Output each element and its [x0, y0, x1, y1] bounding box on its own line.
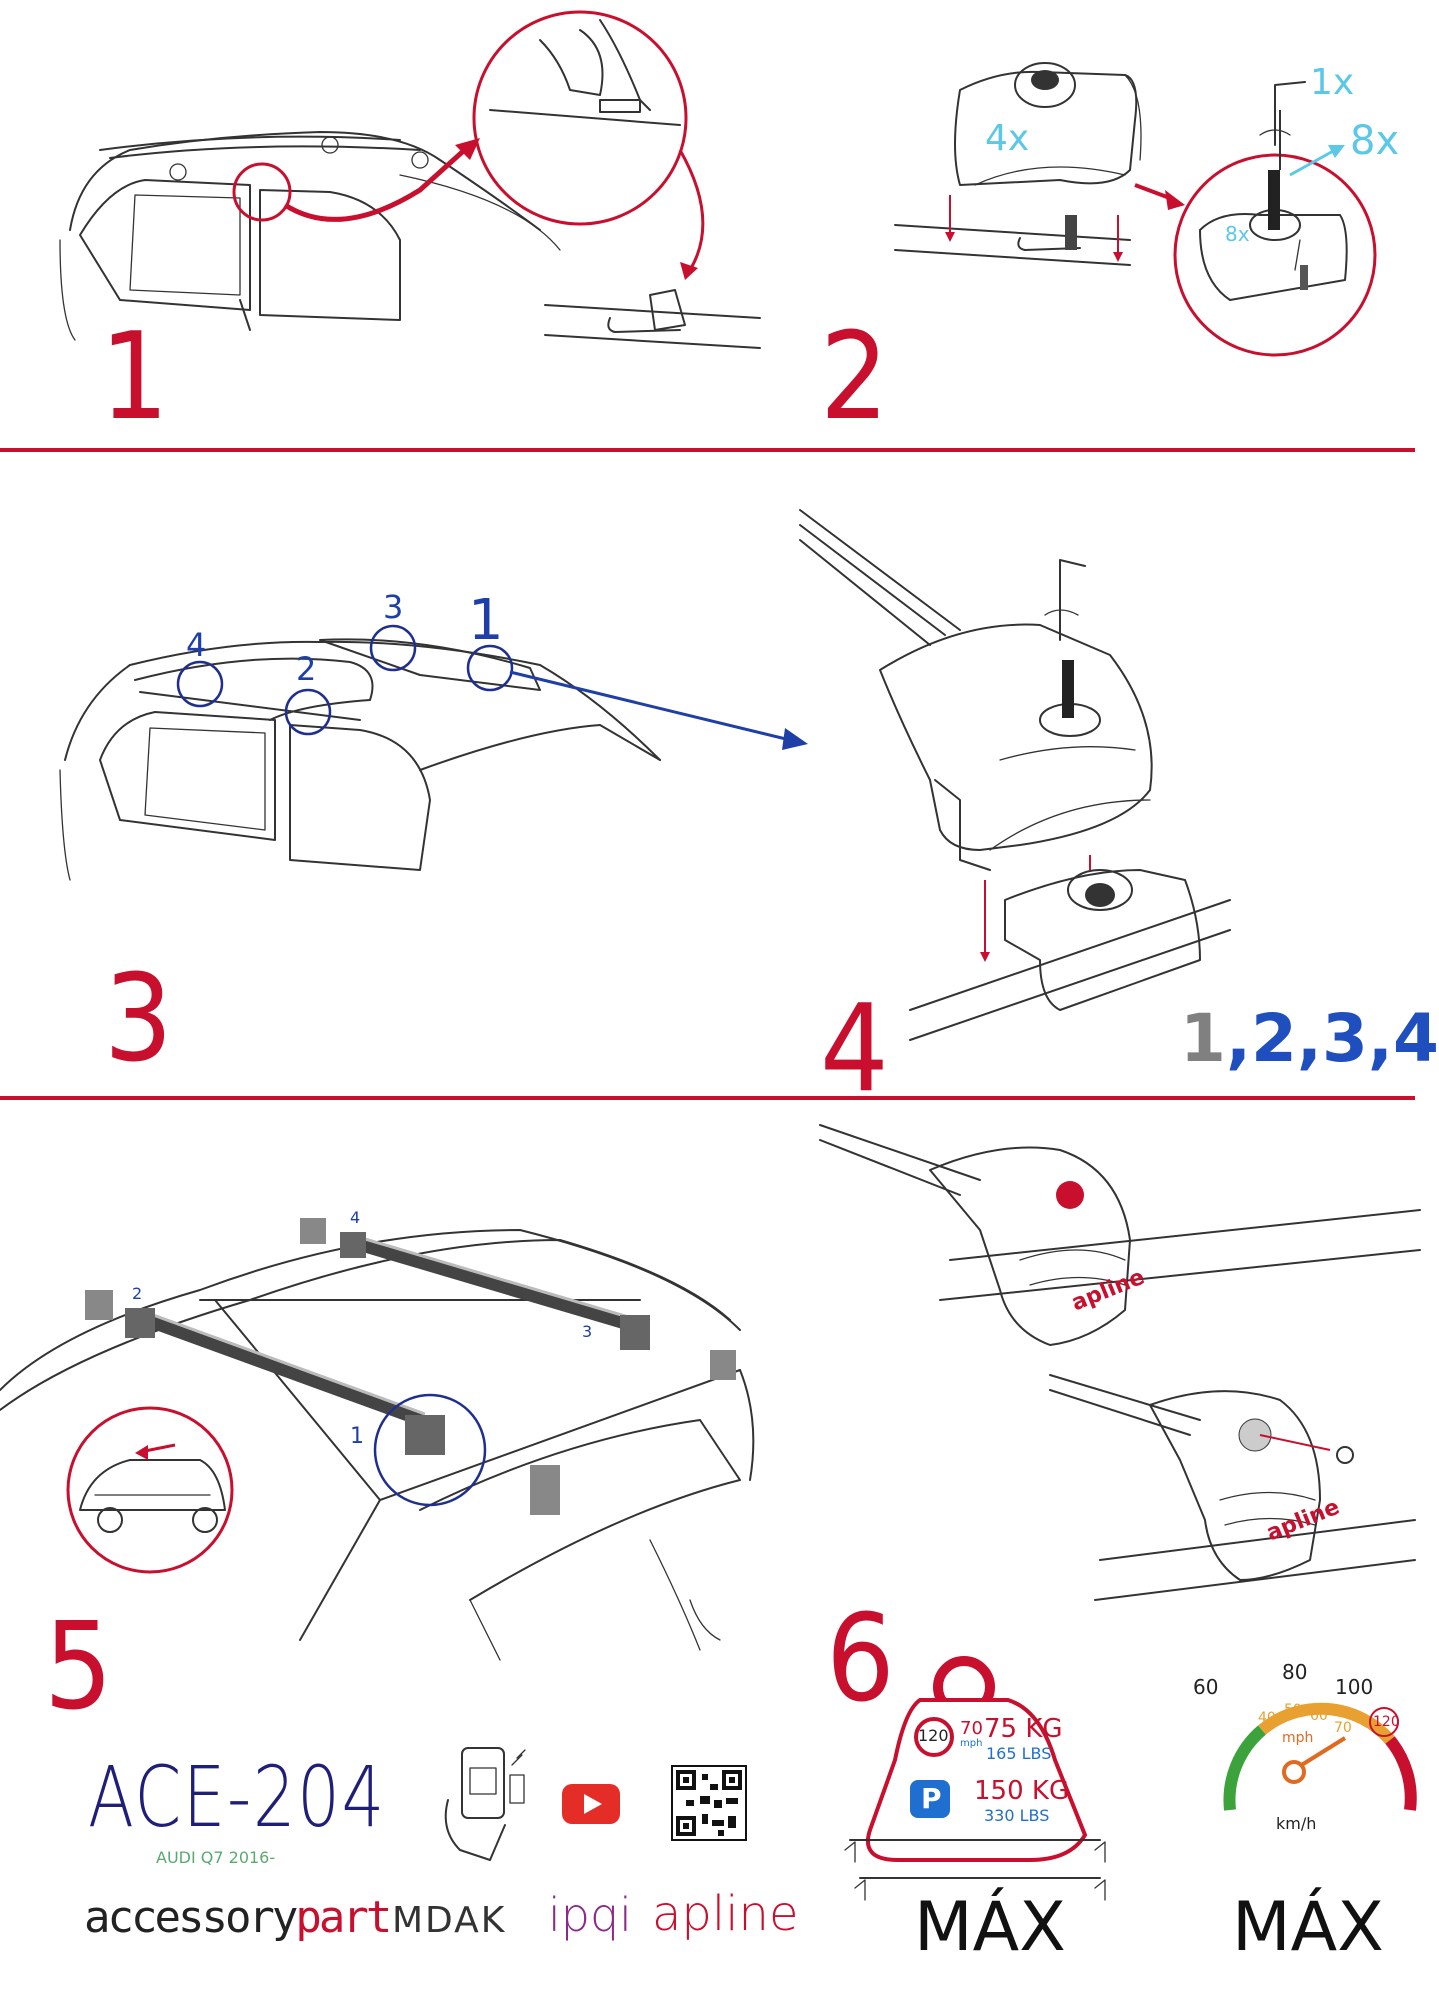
- position-label-4: 4: [186, 626, 207, 664]
- accessorypart-logo-b: part: [295, 1892, 392, 1943]
- speed-mph-value: 70: [960, 1718, 983, 1739]
- sequence-first: 1: [1180, 1000, 1226, 1077]
- ipqi-logo: ipqi: [548, 1888, 632, 1942]
- dynamic-load-lbs: 165 LBS: [986, 1744, 1052, 1763]
- tightening-sequence: 1,2,3,4: [1180, 1000, 1439, 1077]
- speedo-tick-120: 120: [1373, 1714, 1400, 1730]
- position-label-2: 2: [296, 650, 317, 688]
- speedo-inner-50: 50: [1284, 1702, 1302, 1718]
- load-max-label: MÁX: [914, 1888, 1066, 1967]
- foot-position-3: 3: [582, 1322, 593, 1341]
- speedo-tick-80: 80: [1282, 1660, 1308, 1684]
- product-code: ACE-204: [88, 1748, 386, 1846]
- foot-position-2: 2: [132, 1284, 143, 1303]
- pads-quantity: 4x: [985, 118, 1030, 159]
- speedo-inner-unit: mph: [1282, 1730, 1314, 1746]
- position-label-3: 3: [383, 588, 404, 626]
- foot-position-1: 1: [350, 1424, 364, 1449]
- speed-mph-unit: mph: [960, 1738, 983, 1749]
- apline-logo: apline: [652, 1886, 799, 1942]
- speed-limit-value: 120: [918, 1726, 949, 1745]
- step-number-3: 3: [104, 950, 173, 1089]
- divider-2: [0, 1096, 1415, 1100]
- step-number-5: 5: [44, 1598, 113, 1737]
- accessorypart-logo-a: accessory: [84, 1892, 298, 1943]
- step-number-4: 4: [820, 980, 889, 1119]
- step2-illustration: [894, 62, 1377, 357]
- static-load-kg: 150 KG: [974, 1776, 1070, 1806]
- speedo-tick-100: 100: [1335, 1675, 1374, 1699]
- step-number-1: 1: [100, 308, 169, 447]
- sequence-rest: ,2,3,4: [1225, 1000, 1439, 1077]
- speedo-inner-70: 70: [1334, 1720, 1352, 1736]
- accessorypart-logo: accessorypart: [84, 1892, 392, 1943]
- speedo-inner-60: 60: [1310, 1708, 1328, 1724]
- key-quantity: 1x: [1310, 62, 1355, 103]
- screw-quantity: 8x: [1350, 118, 1400, 164]
- step5-illustration: [0, 1218, 755, 1661]
- position-label-1: 1: [468, 588, 504, 653]
- step-number-2: 2: [820, 308, 889, 447]
- step1-illustration: [59, 10, 761, 349]
- speedo-unit: km/h: [1276, 1814, 1317, 1833]
- step4-illustration: [799, 509, 1231, 1041]
- mdak-logo: MDAK: [392, 1900, 507, 1941]
- step-number-6: 6: [826, 1590, 895, 1729]
- step3-illustration: [59, 624, 808, 881]
- vehicle-model: AUDI Q7 2016-: [156, 1848, 276, 1867]
- screw-quantity-small: 8x: [1225, 222, 1250, 246]
- static-load-lbs: 330 LBS: [984, 1806, 1050, 1825]
- dynamic-load-kg: 75 KG: [984, 1714, 1063, 1744]
- speedo-inner-40: 40: [1258, 1710, 1276, 1726]
- foot-position-4: 4: [350, 1208, 361, 1227]
- speed-max-label: MÁX: [1232, 1888, 1384, 1967]
- divider-1: [0, 448, 1415, 452]
- speedo-tick-60: 60: [1193, 1675, 1219, 1699]
- parking-icon: P: [921, 1782, 942, 1815]
